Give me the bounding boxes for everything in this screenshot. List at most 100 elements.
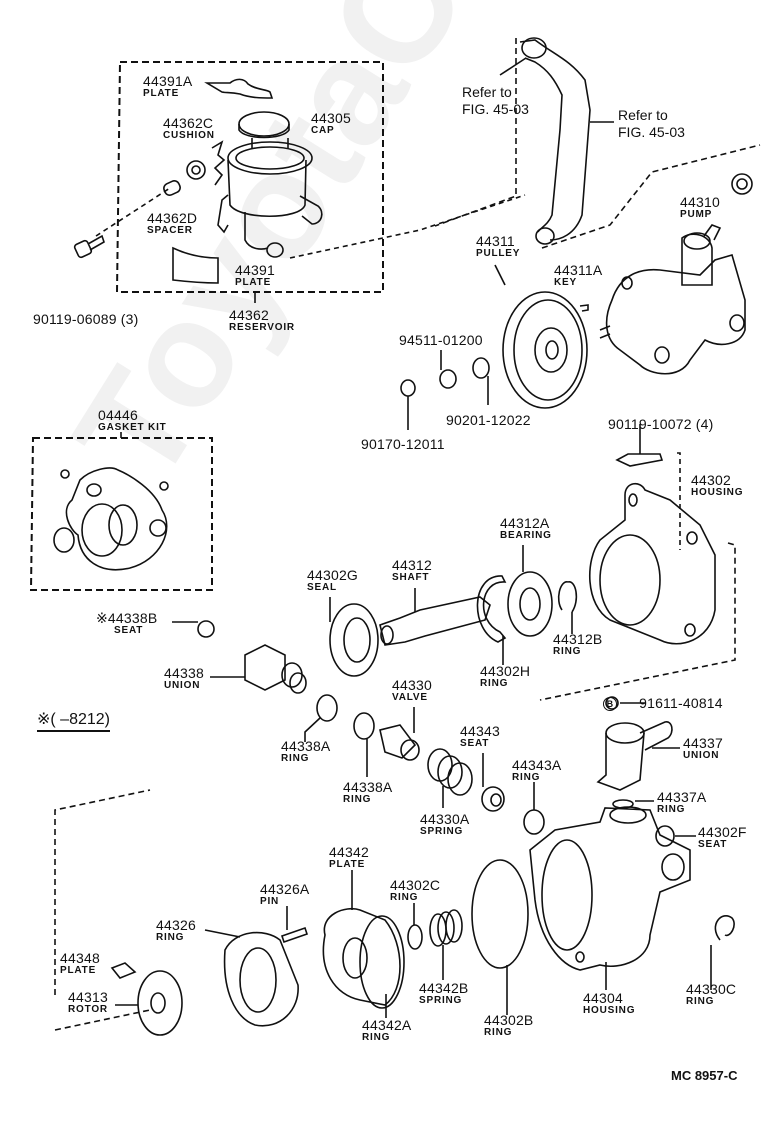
part-name: SHAFT — [392, 572, 430, 583]
cap-44305-drawing[interactable] — [238, 111, 290, 139]
washer-90201-12022-drawing[interactable] — [472, 357, 490, 379]
part-number: 44326 — [156, 917, 196, 933]
nut-90170-12011-drawing[interactable] — [400, 379, 416, 397]
part-number: 44342B — [419, 980, 469, 996]
label-44342b: 44342B SPRING — [419, 981, 468, 1006]
housing-44304-drawing[interactable] — [529, 806, 691, 990]
valve-44330-drawing[interactable] — [379, 707, 420, 761]
part-number: 90119-10072 (4) — [608, 416, 714, 432]
serial-range-note: ※( –8212) — [37, 711, 110, 732]
ring-44326-drawing[interactable] — [204, 929, 299, 1027]
part-number: 44337 — [683, 735, 723, 751]
label-44337a: 44337A RING — [657, 790, 706, 815]
label-44330: 44330 VALVE — [392, 678, 432, 703]
union-44337-drawing[interactable] — [596, 696, 680, 791]
rotor-44313-drawing[interactable] — [115, 970, 183, 1036]
part-number: 44330 — [392, 677, 432, 693]
part-number: 44330C — [686, 981, 737, 997]
part-number: 90201-12022 — [446, 412, 531, 428]
part-name: RESERVOIR — [229, 322, 295, 333]
shaft-44312-drawing[interactable] — [379, 588, 491, 646]
label-44310: 44310 PUMP — [680, 195, 720, 220]
part-number: 44338A — [343, 779, 393, 795]
refer-link[interactable]: FIG. 45-03 — [618, 124, 685, 140]
ring-44302b-drawing[interactable] — [471, 859, 529, 1015]
label-44338a-2: 44338A RING — [343, 780, 392, 805]
part-number: 44391A — [143, 73, 193, 89]
label-44337: 44337 UNION — [683, 736, 723, 761]
label-44302f: 44302F SEAT — [698, 825, 747, 850]
label-44302g: 44302G SEAL — [307, 568, 358, 593]
label-44343: 44343 SEAT — [460, 724, 500, 749]
label-91611-40814: B 91611-40814 — [603, 695, 723, 712]
seat-44338b-drawing[interactable] — [197, 620, 215, 638]
part-name: ROTOR — [68, 1004, 108, 1015]
pulley-44311-drawing[interactable] — [494, 264, 588, 409]
hose-drawing — [434, 37, 614, 245]
label-44343a: 44343A RING — [512, 758, 561, 783]
spring-44342b-drawing[interactable] — [429, 909, 463, 980]
part-number: 44343 — [460, 723, 500, 739]
cushion-44362c-drawing[interactable] — [186, 160, 206, 180]
bolt-90119-06089-drawing[interactable] — [73, 234, 105, 259]
part-number: 44330A — [420, 811, 470, 827]
label-44326: 44326 RING — [156, 918, 196, 943]
seat-44343-drawing[interactable] — [481, 753, 505, 812]
part-number: 44302F — [698, 824, 747, 840]
spacer-44362d-drawing[interactable] — [162, 179, 182, 197]
part-number: 44338A — [281, 738, 331, 754]
label-44326a: 44326A PIN — [260, 882, 309, 907]
part-number: 44362 — [229, 307, 269, 323]
ring-44338a-1-drawing[interactable] — [316, 694, 338, 722]
plate-44348-drawing[interactable] — [110, 962, 137, 979]
plate-44391-drawing[interactable] — [172, 246, 219, 284]
part-number: 44362C — [163, 115, 214, 131]
label-44391a: 44391A PLATE — [143, 74, 192, 99]
ring-44338a-2-drawing[interactable] — [353, 712, 375, 740]
spring-44330a-drawing[interactable] — [427, 748, 473, 808]
pump-44310-drawing[interactable] — [599, 224, 746, 375]
part-number: 44337A — [657, 789, 707, 805]
label-44312b: 44312B RING — [553, 632, 602, 657]
bolt-b-mark: B 91611-40814 — [603, 695, 723, 712]
washer-94511-01200-drawing[interactable] — [439, 369, 457, 389]
label-90201-12022: 90201-12022 — [446, 413, 531, 427]
part-name: PULLEY — [476, 248, 521, 259]
label-44313: 44313 ROTOR — [68, 990, 108, 1015]
ring-44302h-drawing[interactable] — [476, 575, 507, 643]
ring-44312b-drawing[interactable] — [557, 581, 578, 613]
label-44342a: 44342A RING — [362, 1018, 411, 1043]
plate-44342-drawing[interactable] — [322, 870, 405, 1018]
part-name: PLATE — [235, 277, 272, 288]
part-name: SEAT — [698, 839, 728, 850]
part-name: SPACER — [147, 225, 193, 236]
plate-44391a-drawing[interactable] — [204, 78, 274, 99]
part-number: 91611-40814 — [639, 695, 723, 711]
part-number: 44302G — [307, 567, 359, 583]
part-name: UNION — [164, 680, 201, 691]
union-44338-drawing[interactable] — [210, 644, 307, 694]
ring-44330c-drawing[interactable] — [714, 915, 735, 941]
part-number: 44342 — [329, 844, 369, 860]
seat-44302f-drawing[interactable] — [655, 825, 696, 847]
pin-44326a-drawing[interactable] — [280, 926, 309, 944]
figure-code: MC 8957-C — [671, 1068, 737, 1084]
part-number: 90170-12011 — [361, 436, 445, 452]
ring-44302c-drawing[interactable] — [407, 924, 423, 950]
label-44338a-1: 44338A RING — [281, 739, 330, 764]
reservoir-drawing[interactable] — [211, 138, 323, 258]
ring-44343a-drawing[interactable] — [523, 809, 545, 835]
part-name: RING — [553, 646, 582, 657]
part-number: 44338 — [164, 665, 204, 681]
bearing-44312a-drawing[interactable] — [507, 545, 553, 637]
figure-code-text: MC 8957-C — [671, 1068, 738, 1083]
part-number: 44302H — [480, 663, 531, 679]
gasket-kit-box — [29, 432, 213, 591]
refer-link[interactable]: FIG. 45-03 — [462, 101, 529, 117]
part-name: BEARING — [500, 530, 552, 541]
seal-44302g-drawing[interactable] — [329, 597, 379, 677]
label-04446: 04446 GASKET KIT — [98, 408, 167, 433]
housing-44302-drawing[interactable] — [539, 424, 736, 701]
part-name: SEAL — [307, 582, 337, 593]
